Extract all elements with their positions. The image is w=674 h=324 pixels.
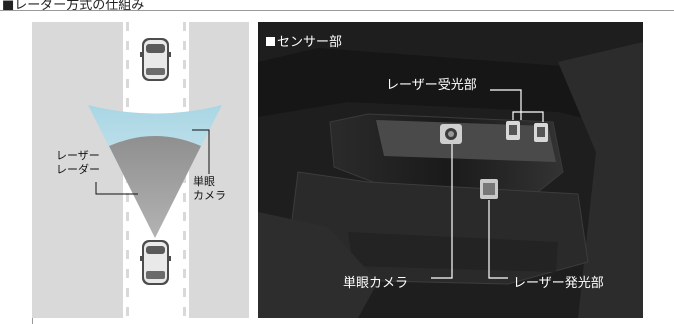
laser-emitter-label: レーザー発光部 xyxy=(513,276,604,291)
top-divider xyxy=(0,10,674,11)
radar-label: レーザー レーダー xyxy=(56,149,100,176)
camera-label: 単眼 カメラ xyxy=(193,175,226,202)
photo-title: センサー部 xyxy=(266,31,342,50)
sensor-unit-illustration xyxy=(258,22,643,318)
radar-fan xyxy=(109,136,201,238)
mono-camera-label: 単眼カメラ xyxy=(343,276,409,291)
square-bullet-icon xyxy=(266,37,275,46)
car-top xyxy=(140,38,171,81)
camera-leader-line xyxy=(192,129,210,174)
coverage-fans xyxy=(88,38,222,285)
sensor-photo: センサー部 レーザー受光部 単眼カメラ レーザー発光部 xyxy=(258,22,643,318)
bottom-divider xyxy=(32,318,33,324)
car-bottom xyxy=(140,240,171,285)
laser-receiver-label: レーザー受光部 xyxy=(386,78,477,93)
page-header: ■レーダー方式の仕組み xyxy=(2,0,145,13)
radar-leader-line xyxy=(95,182,138,195)
sensor-coverage-diagram: レーザー レーダー 単眼 カメラ xyxy=(32,22,249,318)
